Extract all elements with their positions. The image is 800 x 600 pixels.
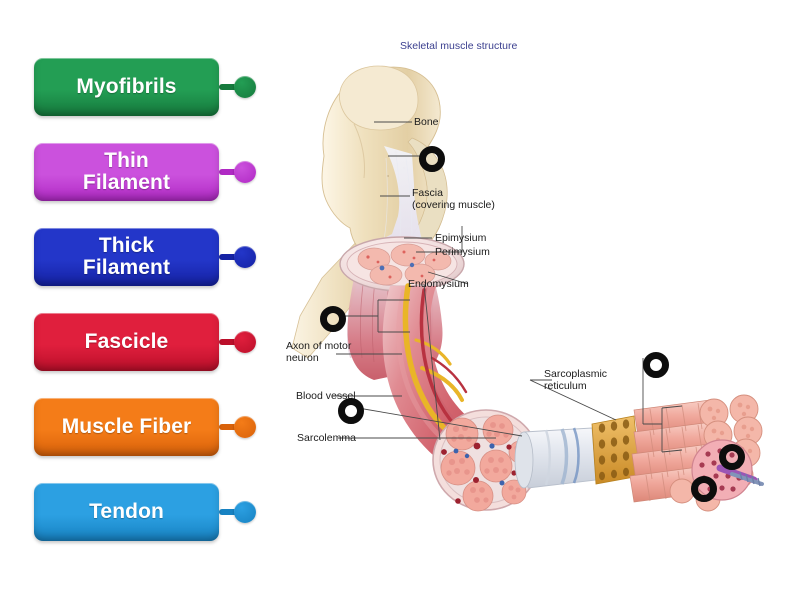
connector-knob[interactable]: [234, 76, 256, 98]
drop-target-muscle-fiber[interactable]: [338, 398, 364, 424]
connector-stem: [219, 254, 243, 260]
muscle-cut-end-upper: [339, 236, 465, 292]
diagram-label-perimysium: Perimysium: [435, 246, 490, 258]
drop-target-thick-filament[interactable]: [691, 476, 717, 502]
connector-knob[interactable]: [234, 331, 256, 353]
connector-knob[interactable]: [234, 161, 256, 183]
answer-label-myofibrils[interactable]: Myofibrils: [34, 58, 264, 116]
leader-lines: [332, 121, 683, 453]
answer-label-tendon-box[interactable]: Tendon: [34, 483, 219, 541]
answer-label-fascicle-connector: [219, 330, 264, 354]
answer-label-muscle-fiber-box[interactable]: Muscle Fiber: [34, 398, 219, 456]
answer-label-myofibrils-connector: [219, 75, 264, 99]
connector-knob[interactable]: [234, 246, 256, 268]
drop-target-myofibrils[interactable]: [643, 352, 669, 378]
connector-stem: [219, 84, 243, 90]
connector-stem: [219, 509, 243, 515]
answer-label-fascicle-box[interactable]: Fascicle: [34, 313, 219, 371]
connector-stem: [219, 169, 243, 175]
answer-label-tendon-connector: [219, 500, 264, 524]
connector-stem: [219, 339, 243, 345]
diagram-label-bone: Bone: [414, 116, 439, 128]
diagram-label-axon-of-motor-neuron: Axon of motor neuron: [286, 340, 352, 365]
fascicle-cross-section: [432, 409, 540, 512]
skeletal-muscle-diagram: Skeletal muscle structure Bone Fascia (c…: [262, 28, 800, 538]
diagram-title: Skeletal muscle structure: [400, 40, 518, 52]
answer-label-tendon[interactable]: Tendon: [34, 483, 264, 541]
answer-label-myofibrils-box[interactable]: Myofibrils: [34, 58, 219, 116]
diagram-label-endomysium: Endomysium: [408, 278, 469, 290]
sarcoplasmic-reticulum-wrap: [591, 415, 641, 485]
diagram-label-sarcolemma: Sarcolemma: [297, 432, 356, 444]
answer-label-thick-filament-connector: [219, 245, 264, 269]
muscle-fiber-tube: [514, 427, 597, 489]
diagram-label-epimysium: Epimysium: [435, 232, 487, 244]
connector-knob[interactable]: [234, 501, 256, 523]
drop-target-fascicle[interactable]: [320, 306, 346, 332]
answer-label-thin-filament-connector: [219, 160, 264, 184]
diagram-label-sarcoplasmic-reticulum: Sarcoplasmic reticulum: [544, 368, 608, 393]
drop-target-tendon[interactable]: [419, 146, 445, 172]
diagram-label-fascia: Fascia (covering muscle): [412, 187, 495, 212]
answer-label-muscle-fiber-connector: [219, 415, 264, 439]
myofibril-bundle: [629, 394, 763, 512]
answer-label-fascicle[interactable]: Fascicle: [34, 313, 264, 371]
connector-knob[interactable]: [234, 416, 256, 438]
diagram-artwork: [291, 65, 764, 512]
drop-target-thin-filament[interactable]: [719, 444, 745, 470]
answer-label-muscle-fiber[interactable]: Muscle Fiber: [34, 398, 264, 456]
connector-stem: [219, 424, 243, 430]
